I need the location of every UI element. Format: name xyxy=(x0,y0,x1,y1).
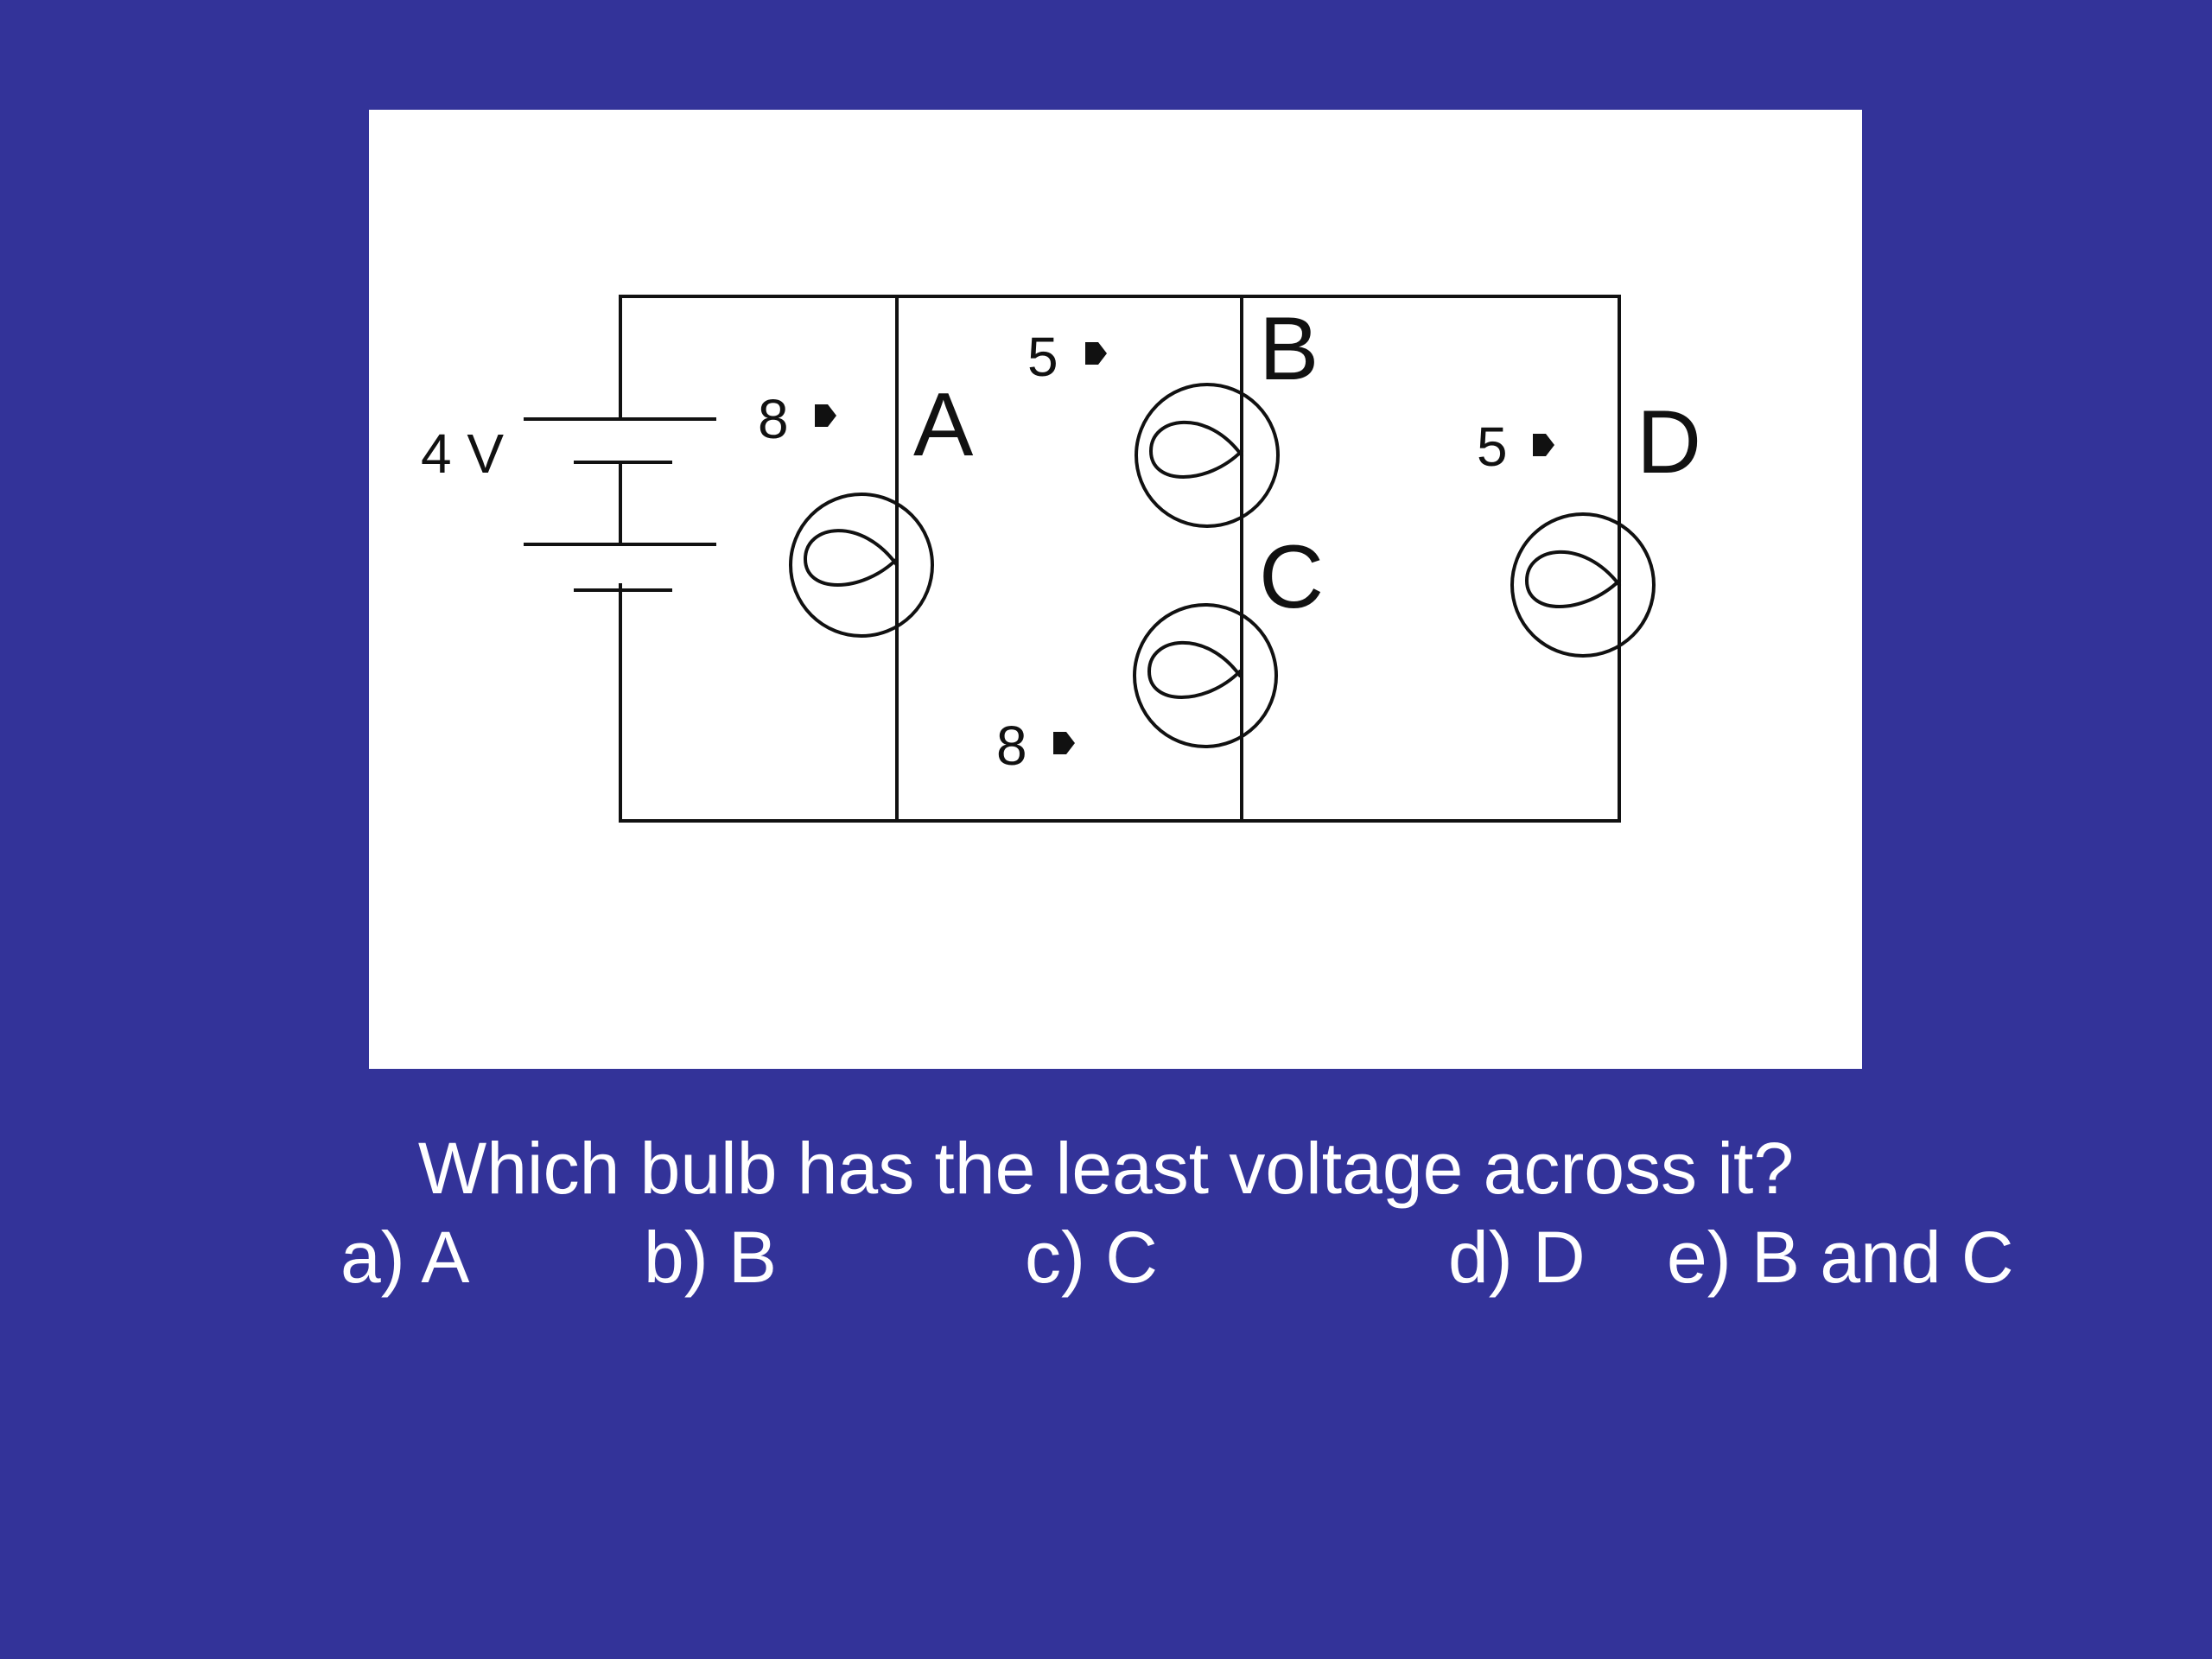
resistance-symbol-a xyxy=(815,404,836,427)
bulb-a xyxy=(789,493,934,638)
answer-option-e[interactable]: e) B and C xyxy=(1667,1217,2014,1298)
battery-voltage-label: 4 V xyxy=(421,423,504,485)
bulb-b xyxy=(1135,383,1280,528)
circuit-diagram: 4 V 8 5 8 5 A B C D xyxy=(421,295,1701,823)
bulb-label-b: B xyxy=(1259,299,1319,399)
answer-option-a[interactable]: a) A xyxy=(340,1217,470,1298)
resistance-symbol-d xyxy=(1533,434,1554,456)
resistance-label-b: 5 xyxy=(1027,326,1058,388)
answer-option-c[interactable]: c) C xyxy=(1025,1217,1158,1298)
resistance-label-a: 8 xyxy=(758,388,789,450)
circuit-diagram-panel: 4 V 8 5 8 5 A B C D xyxy=(369,110,1862,1069)
bulb-label-a: A xyxy=(913,375,974,475)
question-text: Which bulb has the least voltage across … xyxy=(417,1128,1795,1209)
resistance-symbol-b xyxy=(1085,342,1107,365)
resistance-label-d: 5 xyxy=(1477,416,1508,478)
bulb-label-d: D xyxy=(1637,392,1701,493)
bulb-label-c: C xyxy=(1259,527,1324,627)
answer-option-b[interactable]: b) B xyxy=(644,1217,778,1298)
bulb-c xyxy=(1133,603,1278,748)
answer-option-d[interactable]: d) D xyxy=(1448,1217,1586,1298)
resistance-label-c: 8 xyxy=(996,715,1027,777)
resistance-symbol-c xyxy=(1053,732,1075,754)
bulb-d xyxy=(1510,512,1656,658)
